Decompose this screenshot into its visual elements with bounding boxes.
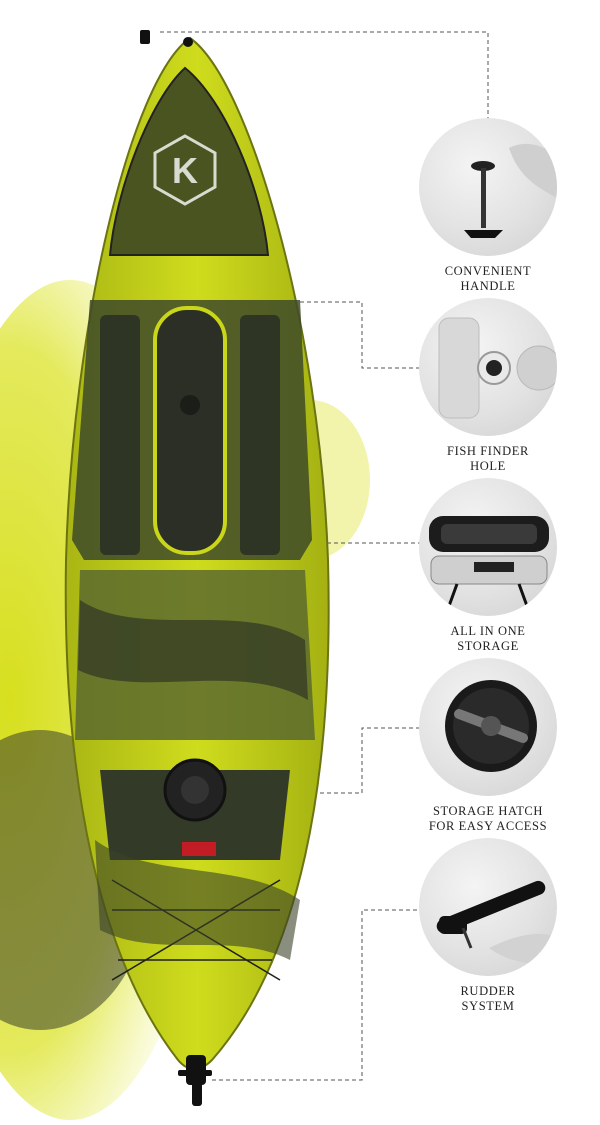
- leader-line-fish-finder: [300, 301, 420, 369]
- feature-1-line2: HANDLE: [460, 279, 516, 293]
- feature-5-line1: RUDDER: [460, 984, 516, 998]
- center-console: [153, 306, 227, 555]
- logo-letter: K: [172, 150, 198, 191]
- stern-tag: [182, 842, 216, 856]
- fish-finder-port: [180, 395, 200, 415]
- storage-box-icon: [419, 478, 557, 616]
- feature-3-line2: STORAGE: [457, 639, 519, 653]
- left-foot-rail: [100, 315, 140, 555]
- feature-5-line2: SYSTEM: [461, 999, 515, 1013]
- kayak-logo: K: [153, 134, 217, 206]
- feature-4-line1: STORAGE HATCH: [432, 804, 543, 818]
- hatch-icon: [419, 658, 557, 796]
- feature-4-line2: FOR EASY ACCESS: [428, 819, 548, 833]
- feature-2-line1: FISH FINDER: [447, 444, 529, 458]
- rudder-icon: [419, 838, 557, 976]
- feature-1-line1: CONVENIENT: [444, 264, 532, 278]
- leader-line-rudder: [212, 909, 420, 1081]
- fish-finder-hole-icon: [419, 298, 557, 436]
- feature-2-line2: HOLE: [470, 459, 506, 473]
- right-foot-rail: [240, 315, 280, 555]
- rudder: [178, 1055, 212, 1106]
- leader-line-handle: [160, 31, 489, 118]
- kayak-hull: K: [64, 30, 330, 1106]
- bow-hatch: [108, 66, 270, 256]
- feature-3-line1: ALL IN ONE: [450, 624, 526, 638]
- bow-handle: [140, 30, 193, 47]
- handle-icon: [419, 118, 557, 256]
